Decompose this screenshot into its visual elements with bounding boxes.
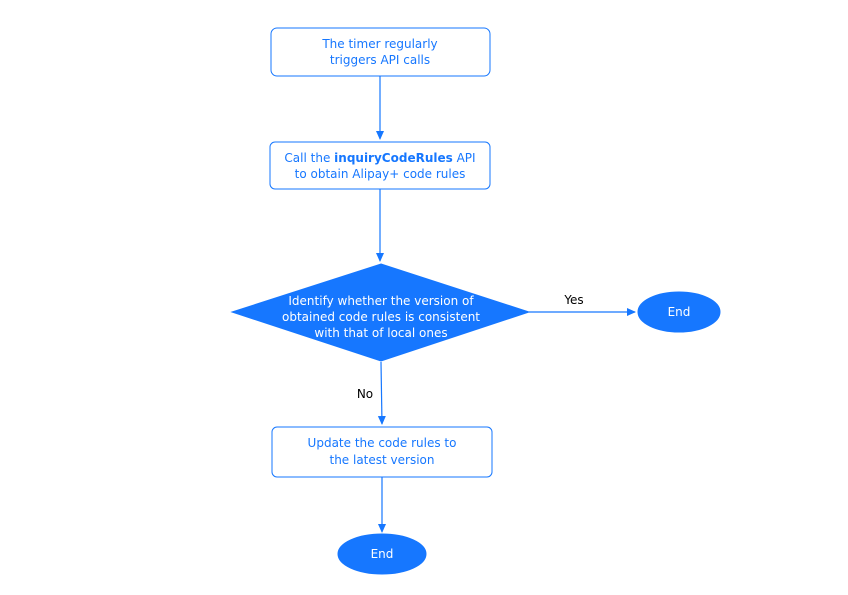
node-update-line2: the latest version <box>329 453 434 467</box>
edge-decision-no-to-update <box>377 361 386 425</box>
node-timer-line1: The timer regularly <box>321 37 437 51</box>
end-bottom-label: End <box>371 547 394 561</box>
node-timer-box <box>270 27 491 77</box>
node-decision: Identify whether the version of obtained… <box>230 263 531 362</box>
node-decision-line2: obtained code rules is consistent <box>282 310 480 324</box>
node-call-api-suffix: API <box>453 151 476 165</box>
node-update-box <box>271 426 493 478</box>
decision-diamond <box>230 263 531 362</box>
node-call-api-line2: to obtain Alipay+ code rules <box>295 167 466 181</box>
node-call-api-prefix: Call the <box>284 151 334 165</box>
end-right-ellipse <box>637 291 721 333</box>
node-decision-line3: with that of local ones <box>314 326 447 340</box>
node-update: Update the code rules to the latest vers… <box>271 426 493 478</box>
node-call-api-line1: Call the inquiryCodeRules API <box>284 151 475 165</box>
node-call-api: Call the inquiryCodeRules API to obtain … <box>269 141 491 190</box>
api-name-text: inquiryCodeRules <box>334 151 453 165</box>
edge-label-yes: Yes <box>563 293 583 307</box>
node-decision-line1: Identify whether the version of <box>288 294 474 308</box>
node-end-bottom: End <box>337 533 427 575</box>
node-call-api-box <box>269 141 491 190</box>
edge-label-no: No <box>357 387 373 401</box>
node-timer-line2: triggers API calls <box>330 53 430 67</box>
end-right-label: End <box>668 305 691 319</box>
end-bottom-ellipse <box>337 533 427 575</box>
node-timer: The timer regularly triggers API calls <box>270 27 491 77</box>
node-update-line1: Update the code rules to <box>308 436 457 450</box>
node-end-right: End <box>637 291 721 333</box>
